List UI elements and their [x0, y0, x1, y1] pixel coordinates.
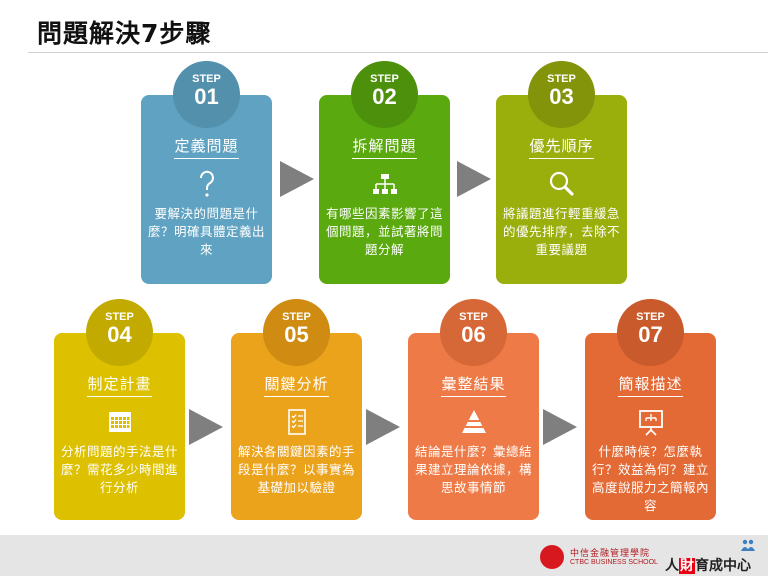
step-description: 結論是什麼？彙總結果建立理論依據，構思故事情節: [414, 444, 532, 495]
pyramid-icon: [461, 410, 486, 433]
step-number: 01: [194, 84, 219, 109]
step-number: 05: [284, 322, 309, 347]
arrow-right-icon: [366, 409, 400, 445]
step-description: 分析問題的手法是什麼？需花多少時間進行分析: [60, 444, 178, 495]
step-description: 要解決的問題是什麼？明確具體定義出來: [147, 206, 265, 257]
step-heading: 優先順序: [529, 135, 594, 159]
step-badge: STEP 01: [173, 61, 240, 128]
hr-char-1: 人: [665, 558, 679, 574]
hierarchy-icon: [372, 174, 397, 194]
step-description: 解決各關鍵因素的手段是什麼？以事實為基礎加以驗證: [237, 444, 355, 495]
ctbc-school-name-en: CTBC BUSINESS SCHOOL: [570, 559, 658, 566]
step-number: 04: [107, 322, 132, 347]
title-divider: [28, 52, 768, 53]
step-label: STEP: [370, 73, 399, 85]
step-description: 什麼時候？怎麼執行？效益為何？建立高度說服力之簡報內容: [591, 444, 709, 513]
arrow-right-icon: [280, 161, 314, 197]
step-label: STEP: [547, 73, 576, 85]
hr-center-logo: 人財育成中心: [665, 555, 751, 575]
people-icon: [741, 539, 755, 551]
step-heading: 定義問題: [174, 135, 239, 159]
step-card: 簡報描述 什麼時候？怎麼執行？效益為何？建立高度說服力之簡報內容: [585, 333, 716, 520]
page-title: 問題解決7步驟: [37, 19, 212, 48]
arrow-right-icon: [457, 161, 491, 197]
step-heading: 簡報描述: [618, 373, 683, 397]
step-number: 07: [638, 322, 663, 347]
step-number: 02: [372, 84, 397, 109]
calendar-icon: [108, 412, 131, 432]
checklist-icon: [287, 409, 306, 435]
hr-char-rest: 育成中心: [695, 558, 751, 574]
step-label: STEP: [105, 311, 134, 323]
question-icon: [199, 170, 214, 197]
step-heading: 拆解問題: [352, 135, 417, 159]
hr-char-2: 財: [679, 558, 695, 574]
step-label: STEP: [459, 311, 488, 323]
footer-band: [0, 535, 768, 576]
step-badge: STEP 02: [351, 61, 418, 128]
arrow-right-icon: [189, 409, 223, 445]
step-heading: 制定計畫: [87, 373, 152, 397]
step-description: 有哪些因素影響了這個問題，並試著將問題分解: [325, 206, 443, 257]
arrow-right-icon: [543, 409, 577, 445]
step-badge: STEP 06: [440, 299, 507, 366]
presentation-board-icon: [638, 410, 663, 436]
step-number: 03: [549, 84, 574, 109]
step-number: 06: [461, 322, 486, 347]
step-label: STEP: [636, 311, 665, 323]
step-heading: 彙整結果: [441, 373, 506, 397]
step-label: STEP: [282, 311, 311, 323]
ctbc-logo-icon: [540, 545, 564, 569]
step-badge: STEP 03: [528, 61, 595, 128]
step-badge: STEP 04: [86, 299, 153, 366]
step-description: 將議題進行輕重緩急的優先排序，去除不重要議題: [502, 206, 620, 257]
step-card: 關鍵分析 解決各關鍵因素的手段是什麼？以事實為基礎加以驗證: [231, 333, 362, 520]
step-badge: STEP 07: [617, 299, 684, 366]
step-heading: 關鍵分析: [264, 373, 329, 397]
magnifier-icon: [549, 171, 574, 196]
step-badge: STEP 05: [263, 299, 330, 366]
ctbc-school-name-cn: 中信金融管理學院: [570, 549, 651, 559]
step-card: 拆解問題 有哪些因素影響了這個問題，並試著將問題分解: [319, 95, 450, 284]
step-label: STEP: [192, 73, 221, 85]
